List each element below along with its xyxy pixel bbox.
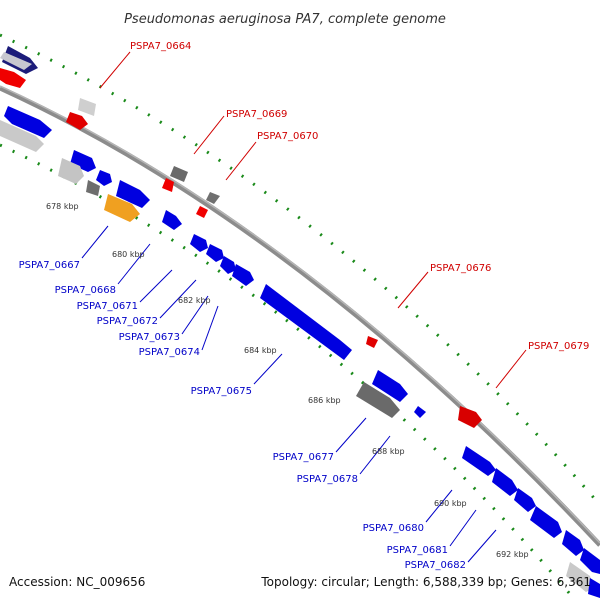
gene-label-reverse[interactable]: PSPA7_0680 [363,523,424,534]
feature-gene[interactable] [96,170,112,186]
feature-gene-0673[interactable] [220,256,236,274]
feature-gene[interactable] [0,52,32,70]
feature-gene[interactable] [58,158,84,184]
gene-label-reverse[interactable]: PSPA7_0672 [97,316,158,327]
map-title: Pseudomonas aeruginosa PA7, complete gen… [124,12,446,27]
gene-label-reverse[interactable]: PSPA7_0681 [387,545,448,556]
feature-gene[interactable] [562,530,584,556]
inner-tick-ring [0,143,577,600]
feature-gene[interactable] [78,98,96,116]
feature-gene[interactable] [66,112,88,130]
feature-gene[interactable] [588,578,600,598]
feature-gene-0680[interactable] [462,446,496,476]
kbp-label: 680 kbp [112,250,145,259]
feature-gene-0682[interactable] [530,506,562,538]
feature-gene-0669[interactable] [170,166,188,182]
forward-leader-lines [99,51,527,389]
gene-label-reverse[interactable]: PSPA7_0671 [77,301,138,312]
gene-label-forward[interactable]: PSPA7_0679 [528,341,589,352]
kbp-label: 688 kbp [372,447,405,456]
gene-label-reverse[interactable]: PSPA7_0675 [191,386,252,397]
kbp-label: 692 kbp [496,550,529,559]
feature-gene-0675[interactable] [260,284,352,360]
kbp-label: 690 kbp [434,499,467,508]
gene-label-reverse[interactable]: PSPA7_0674 [139,347,200,358]
gene-label-reverse[interactable]: PSPA7_0667 [19,260,80,271]
feature-gene[interactable] [580,548,600,574]
reverse-leader-lines [81,225,497,563]
feature-gene-0679[interactable] [458,406,482,428]
feature-gene-0677[interactable] [372,370,408,402]
feature-gene-0672[interactable] [206,244,224,262]
forward-gene-labels: PSPA7_0664 PSPA7_0669 PSPA7_0670 PSPA7_0… [130,41,589,352]
gene-label-reverse[interactable]: PSPA7_0677 [273,452,334,463]
gene-label-reverse[interactable]: PSPA7_0682 [405,560,466,571]
gene-label-forward[interactable]: PSPA7_0669 [226,109,287,120]
feature-gene-0677b[interactable] [356,382,400,418]
genome-backbone-highlight [0,85,600,544]
feature-gene-0667[interactable] [104,194,140,222]
feature-gene[interactable] [86,180,100,196]
feature-gene-0681b[interactable] [514,488,536,512]
kbp-label: 686 kbp [308,396,341,405]
feature-gene-0678[interactable] [414,406,426,418]
feature-gene[interactable] [566,562,594,592]
feature-gene-0676[interactable] [366,336,378,348]
gene-label-reverse[interactable]: PSPA7_0678 [297,474,358,485]
gene-label-forward[interactable]: PSPA7_0670 [257,131,318,142]
feature-gene[interactable] [4,106,52,138]
genome-summary-text: Topology: circular; Length: 6,588,339 bp… [260,575,591,589]
kbp-label: 682 kbp [178,296,211,305]
gene-label-reverse[interactable]: PSPA7_0668 [55,285,116,296]
feature-gene-0681[interactable] [492,468,518,496]
feature-gene-0671[interactable] [190,234,208,252]
feature-gene-0670[interactable] [206,192,220,204]
feature-gene-0668[interactable] [162,210,182,230]
feature-gene-0669b[interactable] [162,178,174,192]
feature-gene[interactable] [0,120,44,152]
gene-label-forward[interactable]: PSPA7_0676 [430,263,491,274]
gene-label-reverse[interactable]: PSPA7_0673 [119,332,180,343]
kbp-label: 678 kbp [46,202,79,211]
kbp-label: 684 kbp [244,346,277,355]
feature-gene-0674[interactable] [232,264,254,286]
genome-backbone [0,85,600,547]
feature-gene-0664[interactable] [0,68,26,88]
reverse-gene-labels: PSPA7_0667 PSPA7_0668 PSPA7_0671 PSPA7_0… [19,260,466,571]
accession-text: Accession: NC_009656 [9,575,145,589]
feature-gene[interactable] [116,180,150,208]
feature-gene-0670b[interactable] [196,206,208,218]
gene-label-forward[interactable]: PSPA7_0664 [130,41,191,52]
